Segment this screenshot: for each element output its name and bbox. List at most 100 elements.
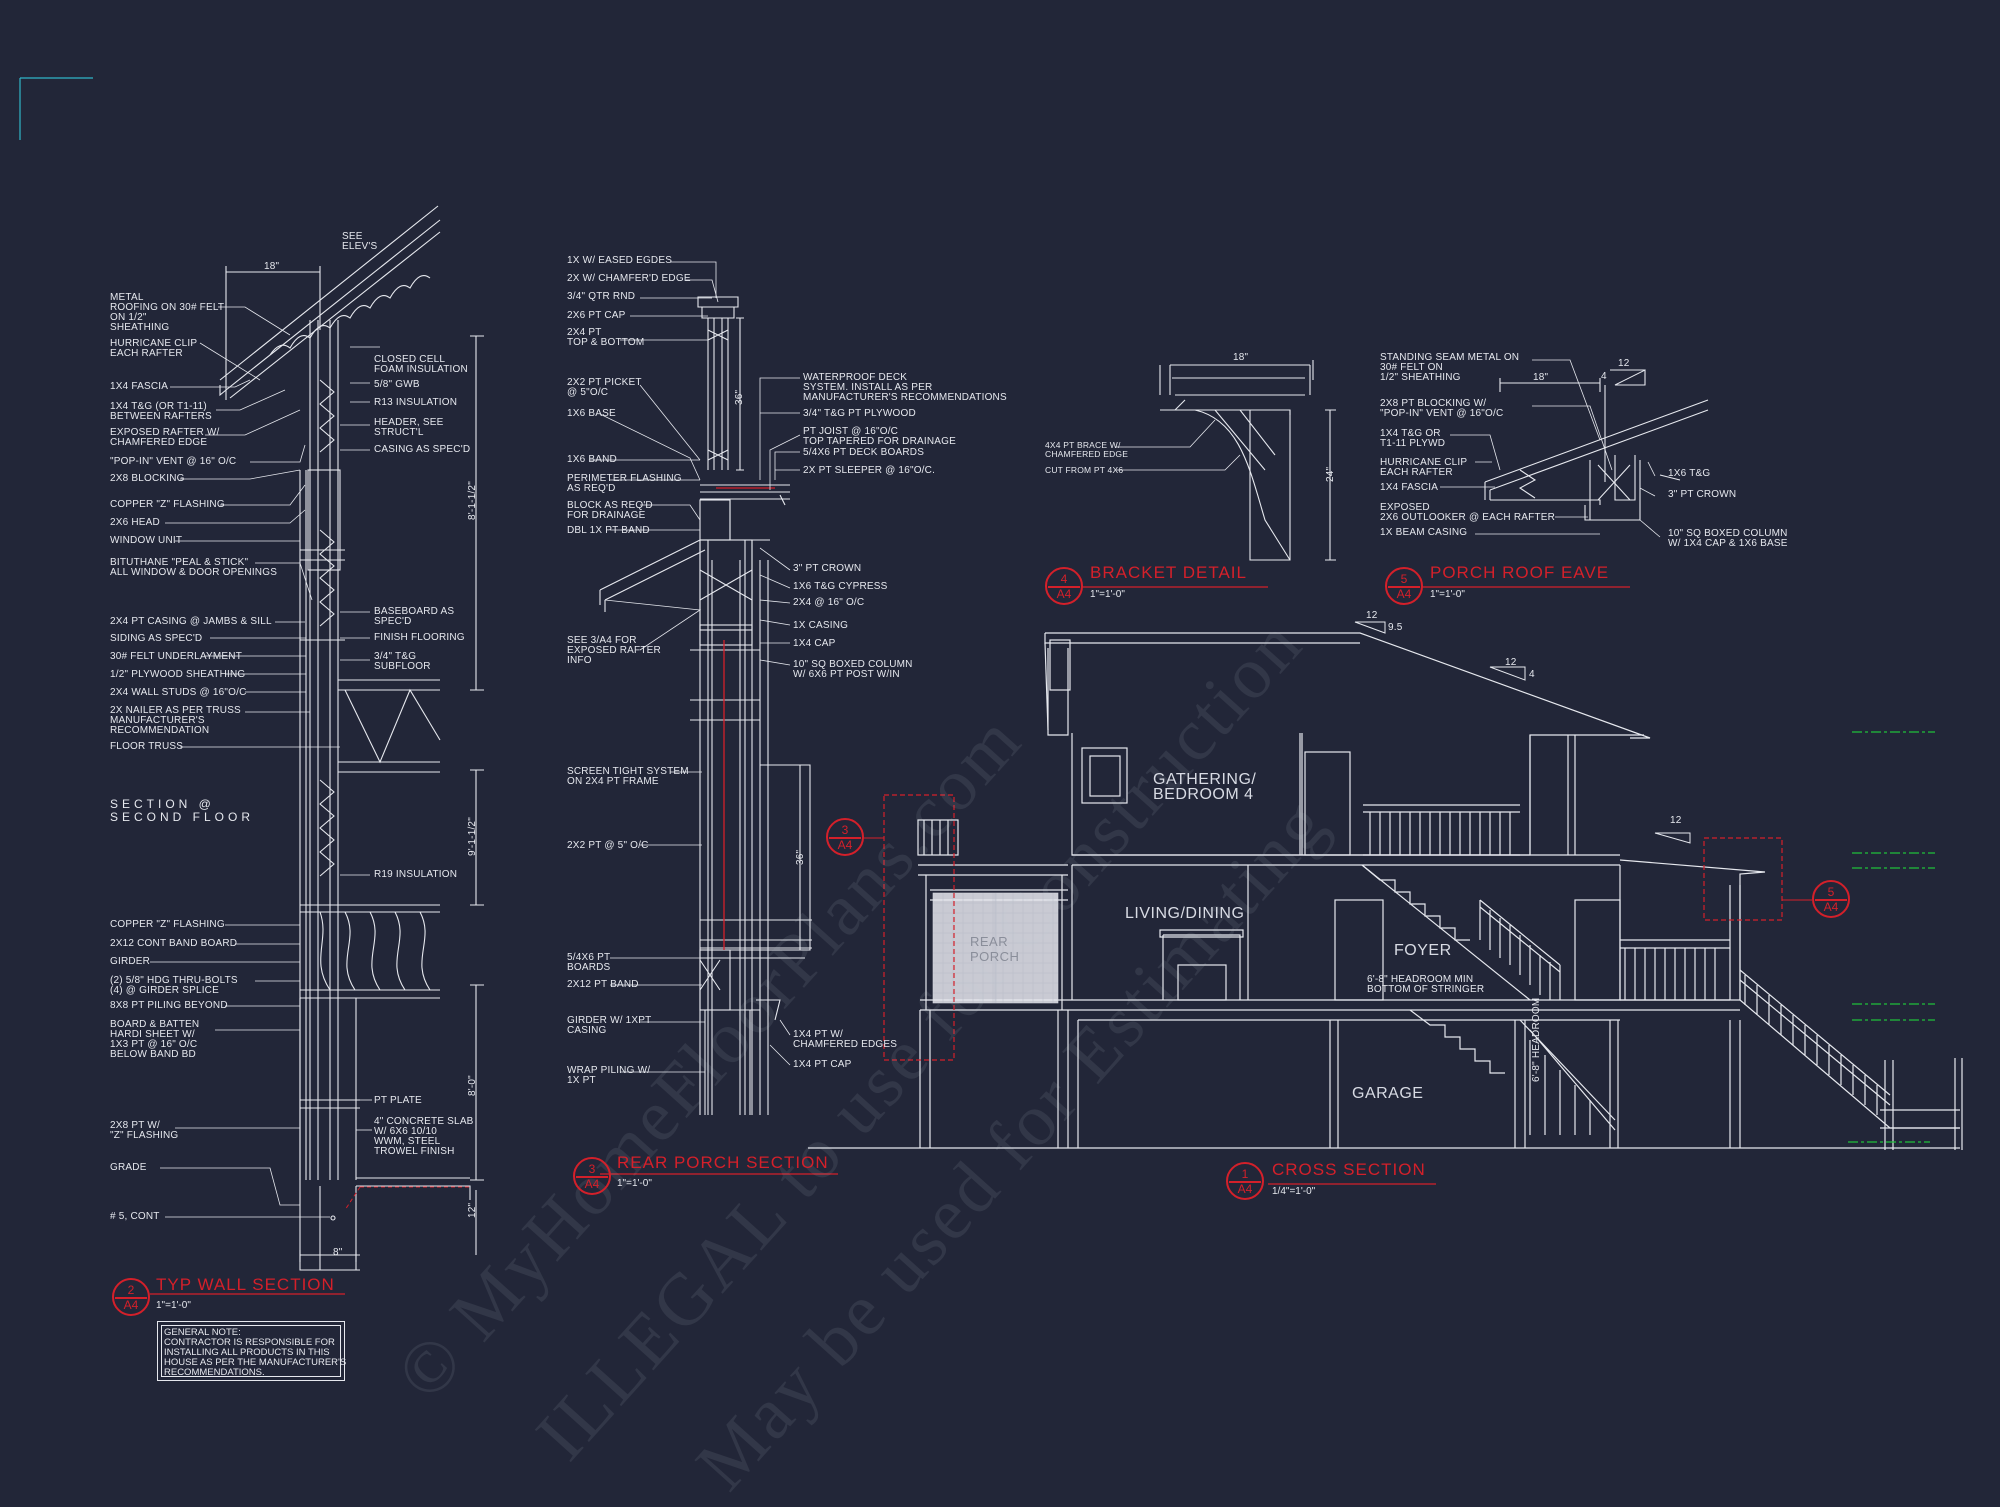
pitch-rise: 12 <box>1670 815 1682 826</box>
callout-bubble[interactable]: 3 A4 <box>826 818 864 856</box>
title-porch-roof-eave: PORCH ROOF EAVE <box>1430 563 1610 582</box>
title-divider <box>115 1297 147 1299</box>
porch-label: GIRDER W/ 1xPT CASING <box>567 1015 652 1036</box>
eave-label: HURRICANE CLIP EACH RAFTER <box>1380 457 1468 478</box>
wall-label: 2x NAILER AS PER TRUSS MANUFACTURER'S RE… <box>110 705 241 736</box>
bracket-label: CUT FROM PT 4x6 <box>1045 465 1124 475</box>
porch-right-label: 1x4 PT W/ CHAMFERED EDGES <box>793 1029 898 1050</box>
wall-label: 1/2" PLYWOOD SHEATHING <box>110 669 246 680</box>
wall-right-label: R19 INSULATION <box>374 869 458 880</box>
wall-label: COPPER "Z" FLASHING <box>110 499 225 510</box>
footing-dashed-angle <box>344 1186 361 1211</box>
title-sheet: A4 <box>584 1177 600 1191</box>
wall-label: COPPER "Z" FLASHING <box>110 919 225 930</box>
wall-right-label: PT PLATE <box>374 1095 422 1106</box>
porch-dim-rail: 36" <box>734 389 745 405</box>
room-garage: GARAGE <box>1352 1085 1424 1102</box>
callout-divider <box>1815 899 1847 901</box>
wall-right-label: FINISH FLOORING <box>374 632 465 643</box>
wall-label: (2) 5/8" HDG THRU-BOLTS (4) @ GIRDER SPL… <box>110 975 238 996</box>
wall-dim-lower: 8'-0" <box>467 1075 478 1096</box>
title-number: 4 <box>1060 572 1068 586</box>
wall-label: 2x6 HEAD <box>110 517 160 528</box>
room-gathering-bedroom: GATHERING/ BEDROOM 4 <box>1153 771 1257 803</box>
eave-label: 4 <box>1601 371 1607 382</box>
porch-right-label: 1x6 T&G CYPRESS <box>793 581 888 592</box>
eave-label: 2x8 PT BLOCKING W/ "POP-IN" VENT @ 16"o/… <box>1380 398 1504 419</box>
pitch-run: 4 <box>1529 669 1535 680</box>
title-bubble-porch: 3 A4 <box>573 1157 611 1195</box>
wall-label: HURRICANE CLIP EACH RAFTER <box>110 338 198 359</box>
wall-right-label: BASEBOARD AS SPEC'D <box>374 606 455 627</box>
porch-label: PERIMETER FLASHING AS REQ'D <box>567 473 682 494</box>
wall-right-label: 8" <box>333 1247 343 1258</box>
callout-bubble[interactable]: 5 A4 <box>1812 880 1850 918</box>
title-divider <box>1388 586 1420 588</box>
title-cross-section: CROSS SECTION <box>1272 1160 1426 1179</box>
title-number: 3 <box>588 1162 596 1176</box>
eave-label: 12 <box>1618 358 1630 369</box>
cross-section-drawing <box>808 632 1963 1150</box>
wall-dim-footing: 12" <box>467 1202 478 1218</box>
title-sheet: A4 <box>1056 587 1072 601</box>
wall-right-label: CLOSED CELL FOAM INSULATION <box>374 354 468 375</box>
wall-label: GIRDER <box>110 956 151 967</box>
room-rear-porch: REAR PORCH <box>970 934 1020 964</box>
wall-right-label: 5/8" GWB <box>374 379 420 390</box>
porch-right-label: 3/4" T&G PT PLYWOOD <box>803 408 916 419</box>
wall-label: 2X4 PT CASING @ JAMBS & SILL <box>110 616 272 627</box>
porch-right-label: 1x4 CAP <box>793 638 836 649</box>
porch-label: SCREEN TIGHT SYSTEM ON 2x4 PT FRAME <box>567 766 689 787</box>
wall-label: # 5, CONT <box>110 1211 160 1222</box>
porch-label: 1x W/ EASED EGDES <box>567 255 673 266</box>
grid-markers <box>1848 731 1935 1143</box>
eave-label: 1x6 T&G <box>1668 468 1711 479</box>
wall-dim-middle: 9'-1-1/2" <box>467 817 478 856</box>
bracket-leaders <box>1115 419 1241 471</box>
eave-label: 18" <box>1533 372 1549 383</box>
porch-label: 2x6 PT CAP <box>567 310 626 321</box>
porch-label: BLOCK AS REQ'D FOR DRAINAGE <box>567 500 653 521</box>
porch-label: 1x6 BAND <box>567 454 617 465</box>
screened-porch-hatch <box>933 893 1058 1003</box>
title-divider <box>576 1176 608 1178</box>
pitch-run: 9.5 <box>1388 622 1403 633</box>
wall-label: METAL ROOFING ON 30# FELT ON 1/2" SHEATH… <box>110 292 225 333</box>
eave-label: 1x4 FASCIA <box>1380 482 1439 493</box>
wall-label: 2x8 BLOCKING <box>110 473 185 484</box>
pitch-triangles <box>1354 369 1691 844</box>
callout-divider <box>829 837 861 839</box>
porch-label: 3/4" QTR RND <box>567 291 636 302</box>
porch-label: 2x W/ CHAMFER'D EDGE <box>567 273 691 284</box>
room-living-dining: LIVING/DINING <box>1125 905 1245 922</box>
wall-label: BITUTHANE "PEAL & STICK" ALL WINDOW & DO… <box>110 557 278 578</box>
wall-label: EXPOSED RAFTER W/ CHAMFERED EDGE <box>110 427 220 448</box>
title-bubble-bracket: 4 A4 <box>1045 567 1083 605</box>
title-number: 1 <box>1241 1167 1249 1181</box>
wall-dim-upper: 8'-1-1/2" <box>467 481 478 520</box>
wall-label: 30# FELT UNDERLAYMENT <box>110 651 243 662</box>
wall-label: 2x4 WALL STUDS @ 16"o/c <box>110 687 247 698</box>
scale-wall-section: 1"=1'-0" <box>156 1300 191 1311</box>
pitch-rise: 12 <box>1505 657 1517 668</box>
wall-label: 1x4 T&G (OR T1-11) BETWEEN RAFTERS <box>110 401 212 422</box>
title-bracket-detail: BRACKET DETAIL <box>1090 563 1247 582</box>
wall-label: 2x12 CONT BAND BOARD <box>110 938 238 949</box>
headroom-vertical-note: 6'-8" HEADROOM <box>1531 997 1542 1082</box>
porch-label: DBL 1x PT BAND <box>567 525 650 536</box>
wall-right-label: 18" <box>264 261 280 272</box>
porch-dim-screen: 36" <box>795 849 806 865</box>
callout-number: 5 <box>1827 885 1835 899</box>
porch-label: 1x6 BASE <box>567 408 616 419</box>
porch-right-label: 2x4 @ 16" o/c <box>793 597 865 608</box>
wall-label: "POP-IN" VENT @ 16" o/c <box>110 456 237 467</box>
wall-right-label: CASING AS SPEC'D <box>374 444 471 455</box>
title-wall-section: TYP WALL SECTION <box>156 1275 335 1294</box>
eave-label: STANDING SEAM METAL ON 30# FELT ON 1/2" … <box>1380 352 1520 383</box>
wall-label: 1x4 FASCIA <box>110 381 169 392</box>
bracket-label: 4x4 PT BRACE W/ CHAMFERED EDGE <box>1045 440 1129 459</box>
bracket-label: 24" <box>1325 466 1336 482</box>
rear-porch-drawing <box>599 296 812 1115</box>
porch-label: 2x2 PT PICKET @ 5"o/c <box>567 377 642 398</box>
